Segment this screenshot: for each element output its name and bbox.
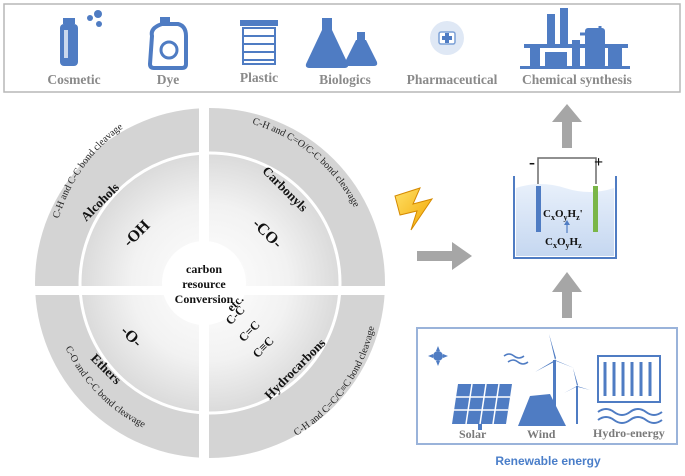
application-label-plastic: Plastic [240, 70, 278, 85]
arrow-to-cell-icon [417, 242, 472, 270]
arrow-cell-to-applications-icon [552, 104, 582, 148]
cell-beaker [513, 176, 617, 259]
renewable-label-hydro: Hydro-energy [593, 426, 665, 440]
cell-wire [537, 157, 597, 184]
application-label-cosmetic: Cosmetic [47, 72, 100, 87]
plastic-container-icon [240, 20, 278, 65]
chemical-plant-icon [520, 8, 630, 69]
renewable-label-wind: Wind [527, 427, 556, 441]
cell-minus-sign: - [529, 152, 535, 172]
applications-panel: Cosmetic Dye Plastic Biologics Pharmaceu… [3, 3, 681, 93]
conversion-wheel: carbon resource Conversion Alcohols -OH … [30, 100, 390, 470]
wind-turbine-icon [503, 334, 590, 426]
wheel-center [162, 241, 246, 325]
renewable-energy-panel: Solar Wind Hydro-energy [416, 327, 678, 445]
medical-cross-icon [430, 21, 464, 55]
renewable-label-solar: Solar [459, 427, 487, 441]
center-label: carbon resource Conversion [175, 262, 234, 306]
arrow-renewable-to-cell-icon [552, 272, 582, 318]
lab-flask-icon [305, 18, 378, 68]
anode-electrode [593, 186, 598, 232]
center-label-line2: resource [182, 277, 226, 291]
renewable-source-labels: Solar Wind Hydro-energy [459, 426, 665, 441]
center-label-line1: carbon [186, 262, 222, 276]
application-label-dye: Dye [157, 72, 180, 87]
cathode-electrode [536, 186, 541, 232]
cell-plus-sign: + [594, 154, 603, 171]
center-label-line3: Conversion [175, 292, 234, 306]
cell-reactant-formula: CxOyHz [545, 236, 582, 250]
application-labels: Cosmetic Dye Plastic Biologics Pharmaceu… [47, 70, 632, 87]
lightning-icon [394, 187, 434, 231]
sun-icon [428, 346, 448, 366]
application-label-chemical-synthesis: Chemical synthesis [522, 72, 632, 87]
cosmetic-bottle-icon [60, 10, 102, 66]
hydro-dam-icon [597, 355, 663, 424]
solar-panel-icon [452, 383, 512, 430]
application-label-pharmaceutical: Pharmaceutical [407, 72, 498, 87]
detergent-jug-icon [147, 17, 188, 70]
electrochemical-cell: - + CxOyHz' CxOyHz [513, 152, 617, 259]
application-label-biologics: Biologics [319, 72, 371, 87]
renewable-energy-title: Renewable energy [495, 454, 601, 468]
